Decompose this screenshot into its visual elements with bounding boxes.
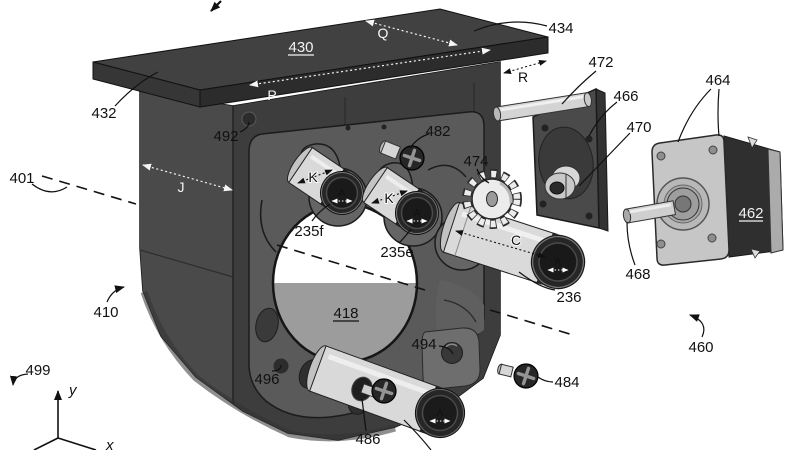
label-466: 466 bbox=[613, 88, 638, 105]
label-470: 470 bbox=[626, 119, 651, 136]
label-464-leader-1 bbox=[678, 89, 711, 142]
dimension-K-label-235f: K bbox=[308, 169, 318, 185]
motor-end-cap bbox=[768, 149, 783, 253]
label-474: 474 bbox=[463, 153, 488, 170]
label-236: 236 bbox=[556, 289, 581, 306]
label-486: 486 bbox=[355, 431, 380, 448]
dimension-P-label: P bbox=[267, 87, 276, 103]
label-235f: 235f bbox=[294, 223, 324, 240]
label-434: 434 bbox=[548, 20, 573, 37]
motor-462: 462 bbox=[622, 135, 783, 265]
label-484: 484 bbox=[554, 374, 579, 391]
centerline-left-segment bbox=[42, 176, 136, 204]
dimension-J-label: J bbox=[178, 179, 185, 195]
label-468-leader bbox=[627, 222, 635, 265]
dimension-C-label: C bbox=[511, 232, 521, 248]
arrow-460 bbox=[690, 315, 704, 337]
screw-head-484 bbox=[514, 364, 538, 388]
label-484-leader bbox=[538, 377, 553, 382]
label-401-leader bbox=[32, 184, 67, 192]
screw-head-486 bbox=[372, 379, 396, 403]
x-axis bbox=[58, 438, 96, 450]
label-401: 401 bbox=[9, 170, 34, 187]
screw-484 bbox=[497, 364, 538, 388]
label-460: 460 bbox=[688, 339, 713, 356]
y-axis-label: y bbox=[68, 382, 78, 399]
dimension-K-label-235e: K bbox=[384, 190, 394, 206]
label-492: 492 bbox=[213, 128, 238, 145]
z-axis bbox=[34, 438, 58, 450]
label-464-leader-2 bbox=[718, 89, 719, 136]
dimension-Q-label: Q bbox=[378, 25, 389, 41]
coordinate-axes: y x bbox=[34, 382, 114, 450]
arrow-410 bbox=[107, 287, 124, 302]
screw-head-482 bbox=[400, 146, 424, 170]
top-direction-arrow bbox=[211, 1, 221, 11]
label-472: 472 bbox=[588, 54, 613, 71]
label-496: 496 bbox=[254, 371, 279, 388]
label-468: 468 bbox=[625, 266, 650, 283]
x-axis-label: x bbox=[105, 437, 114, 450]
centerline-right-segment bbox=[490, 310, 573, 335]
label-464: 464 bbox=[705, 72, 730, 89]
label-430: 430 bbox=[288, 39, 313, 56]
label-482: 482 bbox=[425, 123, 450, 140]
gear-474 bbox=[467, 174, 517, 224]
dimension-R-label: R bbox=[518, 69, 528, 85]
label-410: 410 bbox=[93, 304, 118, 321]
dimension-R: R bbox=[504, 61, 546, 85]
label-432: 432 bbox=[91, 105, 116, 122]
center-axis-401: 401 bbox=[9, 170, 136, 204]
label-418: 418 bbox=[333, 305, 358, 322]
label-494: 494 bbox=[411, 336, 436, 353]
gear-bore bbox=[487, 192, 498, 207]
label-235e: 235e bbox=[380, 244, 413, 261]
label-462: 462 bbox=[738, 205, 763, 222]
label-499: 499 bbox=[25, 362, 50, 379]
